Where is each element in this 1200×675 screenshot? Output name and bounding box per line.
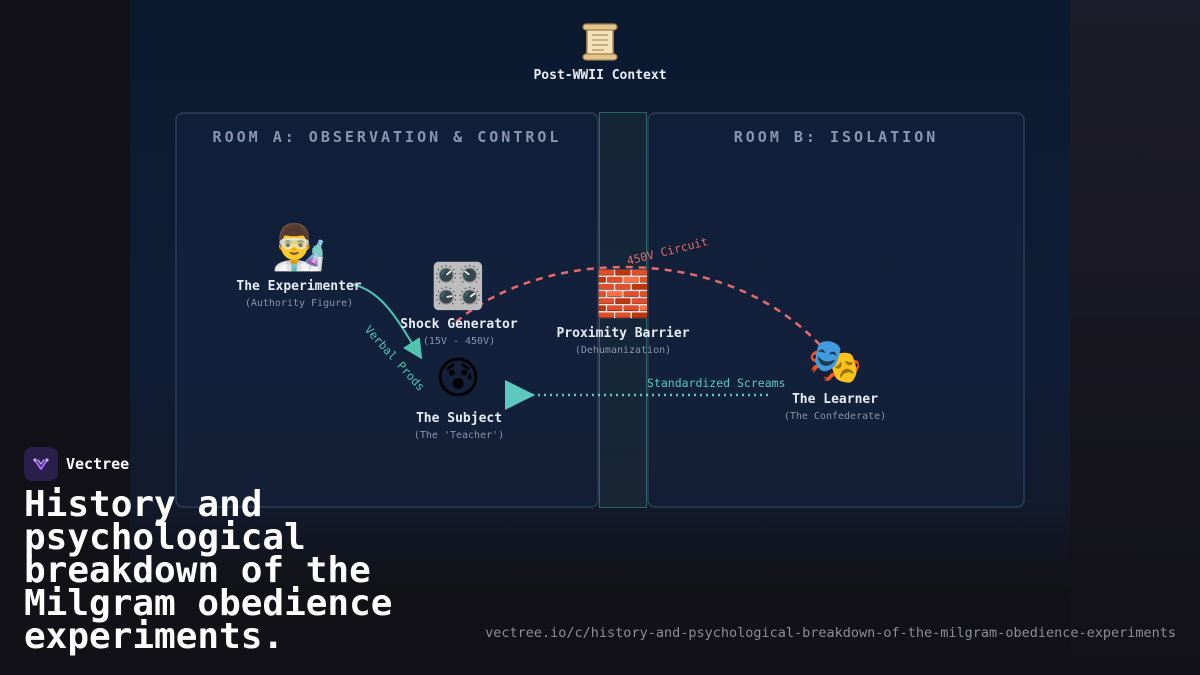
brand-name: Vectree	[66, 455, 130, 473]
control-knobs-icon: 🎛️	[430, 261, 486, 312]
circuit-edge	[455, 265, 821, 346]
brand[interactable]: Vectree	[24, 447, 129, 481]
experimenter-icon: 👨‍🔬	[271, 222, 327, 273]
barrier-corridor	[599, 112, 647, 508]
screams-label: Standardized Screams	[647, 376, 785, 390]
room-b-title: ROOM B: ISOLATION	[733, 128, 939, 146]
vectree-logo-icon	[24, 447, 58, 481]
source-url[interactable]: vectree.io/c/history-and-psychological-b…	[485, 625, 1176, 641]
learner-label: The Learner	[791, 392, 879, 407]
context-label: Post-WWII Context	[533, 68, 667, 83]
subject-sub: (The 'Teacher')	[413, 430, 505, 441]
barrier-sub: (Dehumanization)	[574, 345, 672, 356]
anxious-face-icon: 😰	[435, 353, 481, 404]
barrier-label: Proximity Barrier	[556, 326, 690, 341]
verbal-prods-edge	[351, 283, 423, 360]
subject-label: The Subject	[415, 411, 503, 426]
generator-label: Shock Generator	[400, 317, 518, 332]
room-a-title: ROOM A: OBSERVATION & CONTROL	[212, 128, 562, 146]
circuit-label: 450V Circuit	[625, 234, 709, 268]
right-backdrop	[1070, 0, 1200, 675]
scroll-icon	[582, 23, 618, 61]
generator-sub: (15V - 450V)	[422, 336, 496, 347]
theater-masks-icon: 🎭	[807, 336, 863, 387]
experimenter-label: The Experimenter	[236, 279, 362, 294]
experimenter-sub: (Authority Figure)	[244, 298, 354, 309]
room-b: ROOM B: ISOLATION	[647, 112, 1025, 508]
page-title: History and psychological breakdown of t…	[24, 484, 393, 657]
room-a: ROOM A: OBSERVATION & CONTROL	[175, 112, 599, 508]
learner-sub: (The Confederate)	[783, 411, 887, 422]
brick-wall-icon: 🧱	[595, 269, 651, 320]
